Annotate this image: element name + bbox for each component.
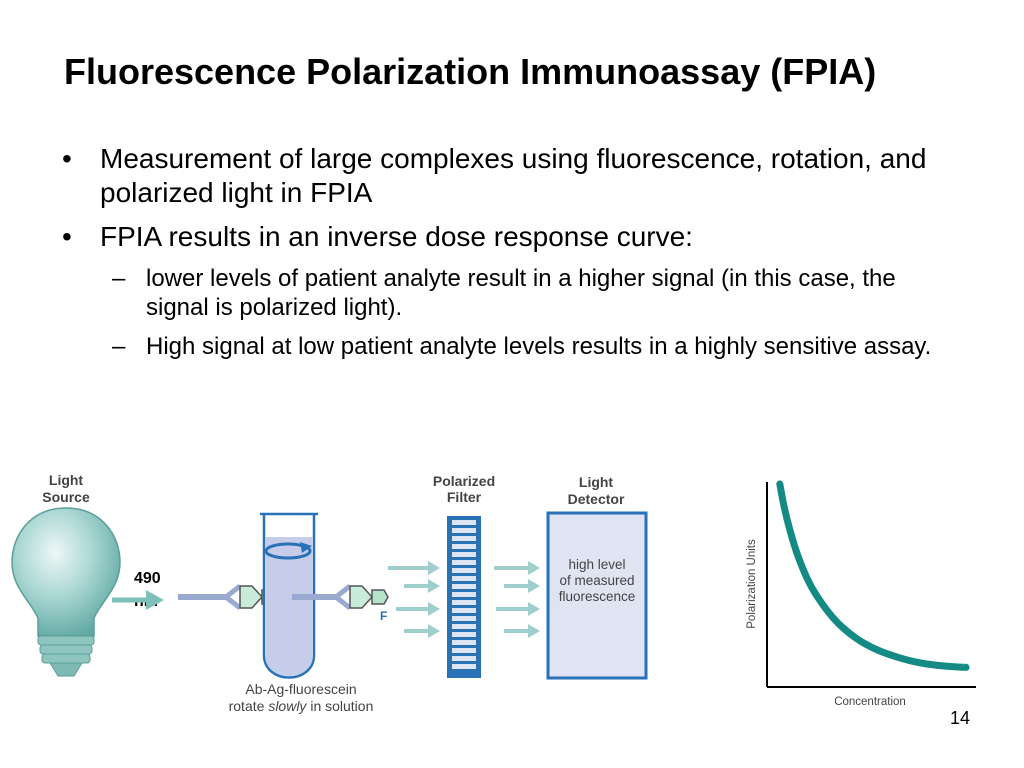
polarized-filter-icon [447, 516, 481, 678]
filter-label: Polarized [433, 473, 495, 489]
tube-caption: Ab-Ag-fluorescein [245, 681, 356, 697]
sub-bullet-text: High signal at low patient analyte level… [146, 333, 932, 360]
polarized-light-arrows [494, 561, 540, 638]
detector-text: fluorescence [559, 589, 636, 604]
bullet-mark: • [62, 221, 72, 252]
page-number: 14 [949, 708, 970, 728]
bullet-text: Measurement of large complexes using flu… [100, 143, 927, 208]
detector-label: Light [579, 474, 614, 490]
fpia-diagram: Light Source 490 nm F [11, 472, 976, 714]
emitted-light-arrows [388, 561, 440, 638]
antibody-complex-icon [292, 584, 389, 610]
light-detector-box [546, 511, 648, 680]
sub-bullet-mark: – [112, 333, 126, 360]
fluorescein-mark: F [380, 609, 387, 623]
bullet-item: • FPIA results in an inverse dose respon… [62, 220, 962, 254]
slide-title: Fluorescence Polarization Immunoassay (F… [64, 51, 877, 92]
bullet-text: FPIA results in an inverse dose response… [100, 221, 693, 252]
detector-text: high level [568, 557, 625, 572]
y-axis-label: Polarization Units [746, 539, 758, 629]
light-bulb-icon [11, 507, 121, 677]
bullet-list: • Measurement of large complexes using f… [62, 142, 962, 371]
light-source-label: Source [42, 489, 90, 505]
fpia-figure: Light Source 490 nm F [0, 440, 1024, 740]
sub-bullet-text: lower levels of patient analyte result i… [146, 265, 896, 321]
wavelength-label: 490 [134, 570, 161, 587]
sub-bullet-mark: – [112, 265, 126, 292]
bullet-item: • Measurement of large complexes using f… [62, 142, 962, 210]
test-tube-icon [260, 512, 318, 679]
filter-label: Filter [447, 489, 482, 505]
x-axis-label: Concentration [834, 696, 906, 708]
tube-caption: rotate slowly in solution [229, 698, 374, 714]
sub-bullet-item: – lower levels of patient analyte result… [112, 264, 962, 322]
light-source-label: Light [49, 472, 84, 488]
bullet-mark: • [62, 143, 72, 174]
rotation-arrow-icon [264, 542, 312, 560]
arrow-head-icon [146, 590, 164, 610]
detector-label: Detector [568, 491, 625, 507]
dose-response-chart: Concentration Polarization Units [746, 480, 976, 708]
series-line [776, 480, 970, 671]
detector-text: of measured [559, 573, 634, 588]
sub-bullet-item: – High signal at low patient analyte lev… [112, 332, 962, 361]
